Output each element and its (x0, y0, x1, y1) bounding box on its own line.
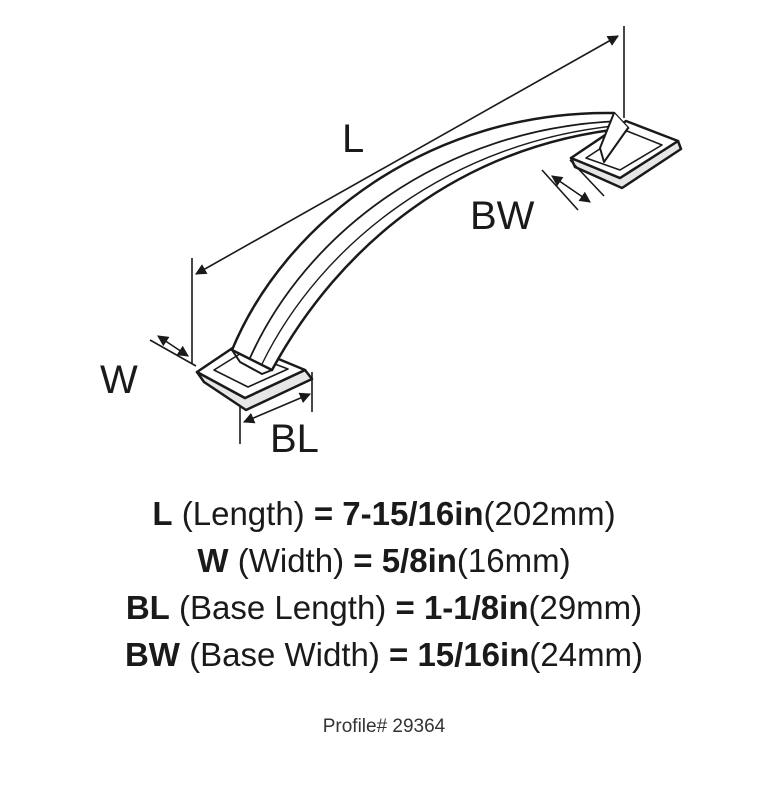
spec-imperial-value: 1-1/8in (423, 589, 529, 626)
dimension-specs: L (Length) = 7-15/16in(202mm) W (Width) … (0, 490, 768, 678)
spec-abbr: L (152, 495, 173, 532)
left-base-pad (213, 351, 289, 388)
spec-description: (Base Length) (179, 589, 387, 626)
spec-equals: = (313, 495, 334, 532)
spec-abbr: BL (125, 589, 170, 626)
spec-width: W (Width) = 5/8in(16mm) (0, 537, 768, 584)
left-base-top (195, 341, 307, 400)
dimension-lines (149, 26, 625, 444)
spec-description: (Width) (237, 542, 345, 579)
spec-abbr: BW (124, 636, 180, 673)
spec-description: (Base Width) (189, 636, 380, 673)
spec-equals: = (389, 636, 409, 673)
cabinet-pull-drawing (195, 111, 683, 412)
handle-bar (230, 111, 630, 372)
spec-abbr: W (197, 542, 229, 579)
spec-equals: = (395, 589, 415, 626)
spec-description: (Length) (181, 495, 305, 532)
spec-length: L (Length) = 7-15/16in(202mm) (0, 490, 768, 537)
spec-imperial-value: 5/8in (381, 542, 457, 579)
left-leg (231, 349, 273, 375)
spec-metric-value: (29mm) (528, 589, 643, 626)
spec-metric-value: (16mm) (456, 542, 571, 579)
width-dimension-line (157, 335, 189, 357)
base-length-label: BL (270, 417, 319, 461)
width-label: W (100, 358, 138, 402)
spec-imperial-value: 7-15/16in (342, 495, 484, 532)
base-width-label: BW (470, 194, 535, 238)
length-dimension-line (195, 35, 619, 275)
base-width-dimension-line (551, 175, 591, 203)
spec-equals: = (353, 542, 373, 579)
length-label: L (342, 117, 364, 161)
spec-metric-value: (202mm) (483, 495, 616, 532)
spec-metric-value: (24mm) (529, 636, 644, 673)
base-length-dimension-line (242, 392, 312, 424)
profile-number: Profile# 29364 (322, 716, 446, 737)
spec-base-width: BW (Base Width) = 15/16in(24mm) (0, 631, 768, 678)
handle-dimension-diagram: L W BL BW (100, 26, 683, 461)
spec-imperial-value: 15/16in (417, 636, 530, 673)
spec-base-length: BL (Base Length) = 1-1/8in(29mm) (0, 584, 768, 631)
